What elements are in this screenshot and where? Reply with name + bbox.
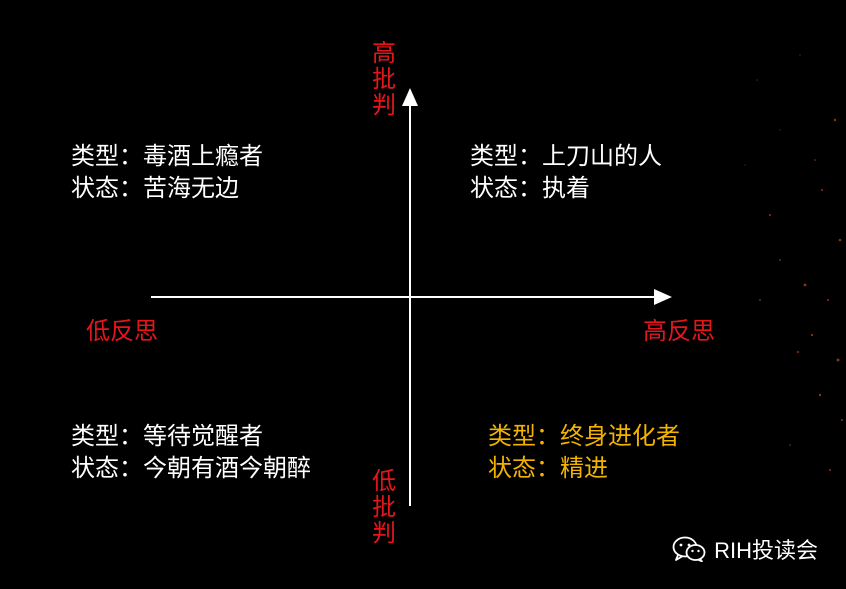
y-axis-top-label: 高批判	[372, 39, 396, 119]
type-label: 类型：	[470, 142, 542, 170]
state-value: 精进	[560, 454, 608, 482]
state-value: 苦海无边	[143, 174, 239, 202]
wechat-icon	[672, 536, 706, 562]
quadrant-bottom-right: 类型：终身进化者 状态：精进	[488, 420, 680, 484]
quadrant-state-row: 状态：苦海无边	[71, 172, 263, 204]
state-label: 状态：	[488, 454, 560, 482]
quadrant-state-row: 状态：精进	[488, 452, 680, 484]
brand-watermark: RIH投读会	[672, 533, 818, 565]
quadrant-type-row: 类型：终身进化者	[488, 420, 680, 452]
state-value: 执着	[542, 174, 590, 202]
type-value: 毒酒上瘾者	[143, 142, 263, 170]
type-label: 类型：	[71, 142, 143, 170]
type-value: 等待觉醒者	[143, 422, 263, 450]
quadrant-state-row: 状态：执着	[470, 172, 662, 204]
y-axis-bottom-label: 低批判	[372, 467, 396, 547]
type-label: 类型：	[488, 422, 560, 450]
state-label: 状态：	[71, 174, 143, 202]
quadrant-type-row: 类型：上刀山的人	[470, 140, 662, 172]
type-value: 终身进化者	[560, 422, 680, 450]
brand-name: RIH投读会	[714, 538, 818, 563]
type-label: 类型：	[71, 422, 143, 450]
x-axis-right-label: 高反思	[643, 317, 715, 345]
quadrant-state-row: 状态：今朝有酒今朝醉	[71, 452, 311, 484]
quadrant-bottom-left: 类型：等待觉醒者 状态：今朝有酒今朝醉	[71, 420, 311, 484]
state-label: 状态：	[71, 454, 143, 482]
state-value: 今朝有酒今朝醉	[143, 454, 311, 482]
quadrant-type-row: 类型：等待觉醒者	[71, 420, 311, 452]
quadrant-type-row: 类型：毒酒上瘾者	[71, 140, 263, 172]
type-value: 上刀山的人	[542, 142, 662, 170]
quadrant-top-left: 类型：毒酒上瘾者 状态：苦海无边	[71, 140, 263, 204]
x-axis-left-label: 低反思	[86, 317, 158, 345]
quadrant-top-right: 类型：上刀山的人 状态：执着	[470, 140, 662, 204]
state-label: 状态：	[470, 174, 542, 202]
